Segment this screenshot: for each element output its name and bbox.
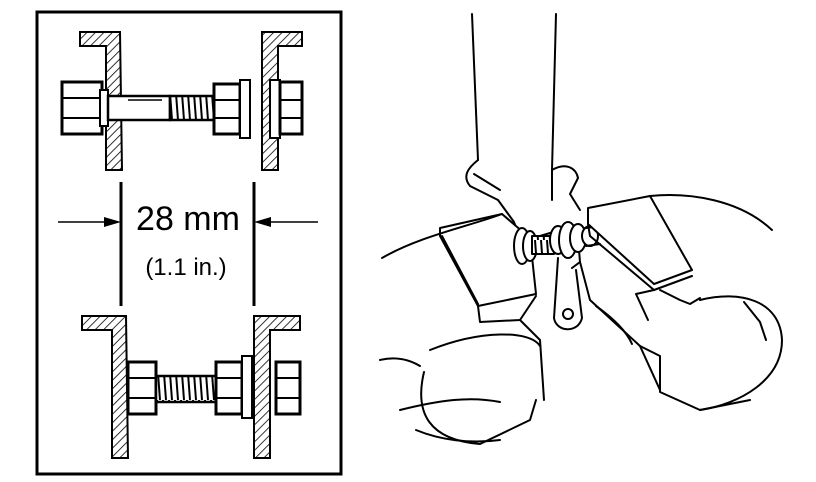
dimension-arrow-right	[254, 217, 271, 227]
top-bolt-assembly	[60, 31, 304, 171]
top-left-bracket	[79, 31, 124, 171]
left-knee-pad	[379, 213, 545, 445]
top-bolt-head	[60, 80, 109, 136]
inset-panel: 28 mm (1.1 in.)	[35, 10, 343, 476]
bottom-outer-nut	[274, 360, 302, 416]
bottom-right-bracket	[253, 315, 301, 459]
dimension-metric-label: 28 mm	[136, 200, 240, 238]
dimension-arrow-left	[104, 217, 121, 227]
top-bolt-threads	[168, 94, 218, 122]
perspective-drawing	[379, 13, 783, 445]
bottom-bolt-head	[126, 360, 158, 416]
dimension-annotation: 28 mm (1.1 in.)	[58, 182, 318, 306]
right-knee-pad	[579, 194, 783, 411]
steering-column	[471, 13, 557, 201]
bottom-washer	[241, 355, 253, 419]
bottom-bolt-assembly	[81, 315, 302, 459]
adjustment-bolt	[513, 221, 601, 331]
top-outer-nut	[278, 80, 304, 136]
bottom-bolt-threads	[154, 374, 218, 404]
top-lock-nut	[212, 82, 242, 136]
bottom-lock-nut	[214, 360, 244, 416]
top-washer-left	[239, 79, 251, 139]
dimension-imperial-label: (1.1 in.)	[145, 254, 226, 281]
bottom-left-bracket	[81, 315, 130, 459]
